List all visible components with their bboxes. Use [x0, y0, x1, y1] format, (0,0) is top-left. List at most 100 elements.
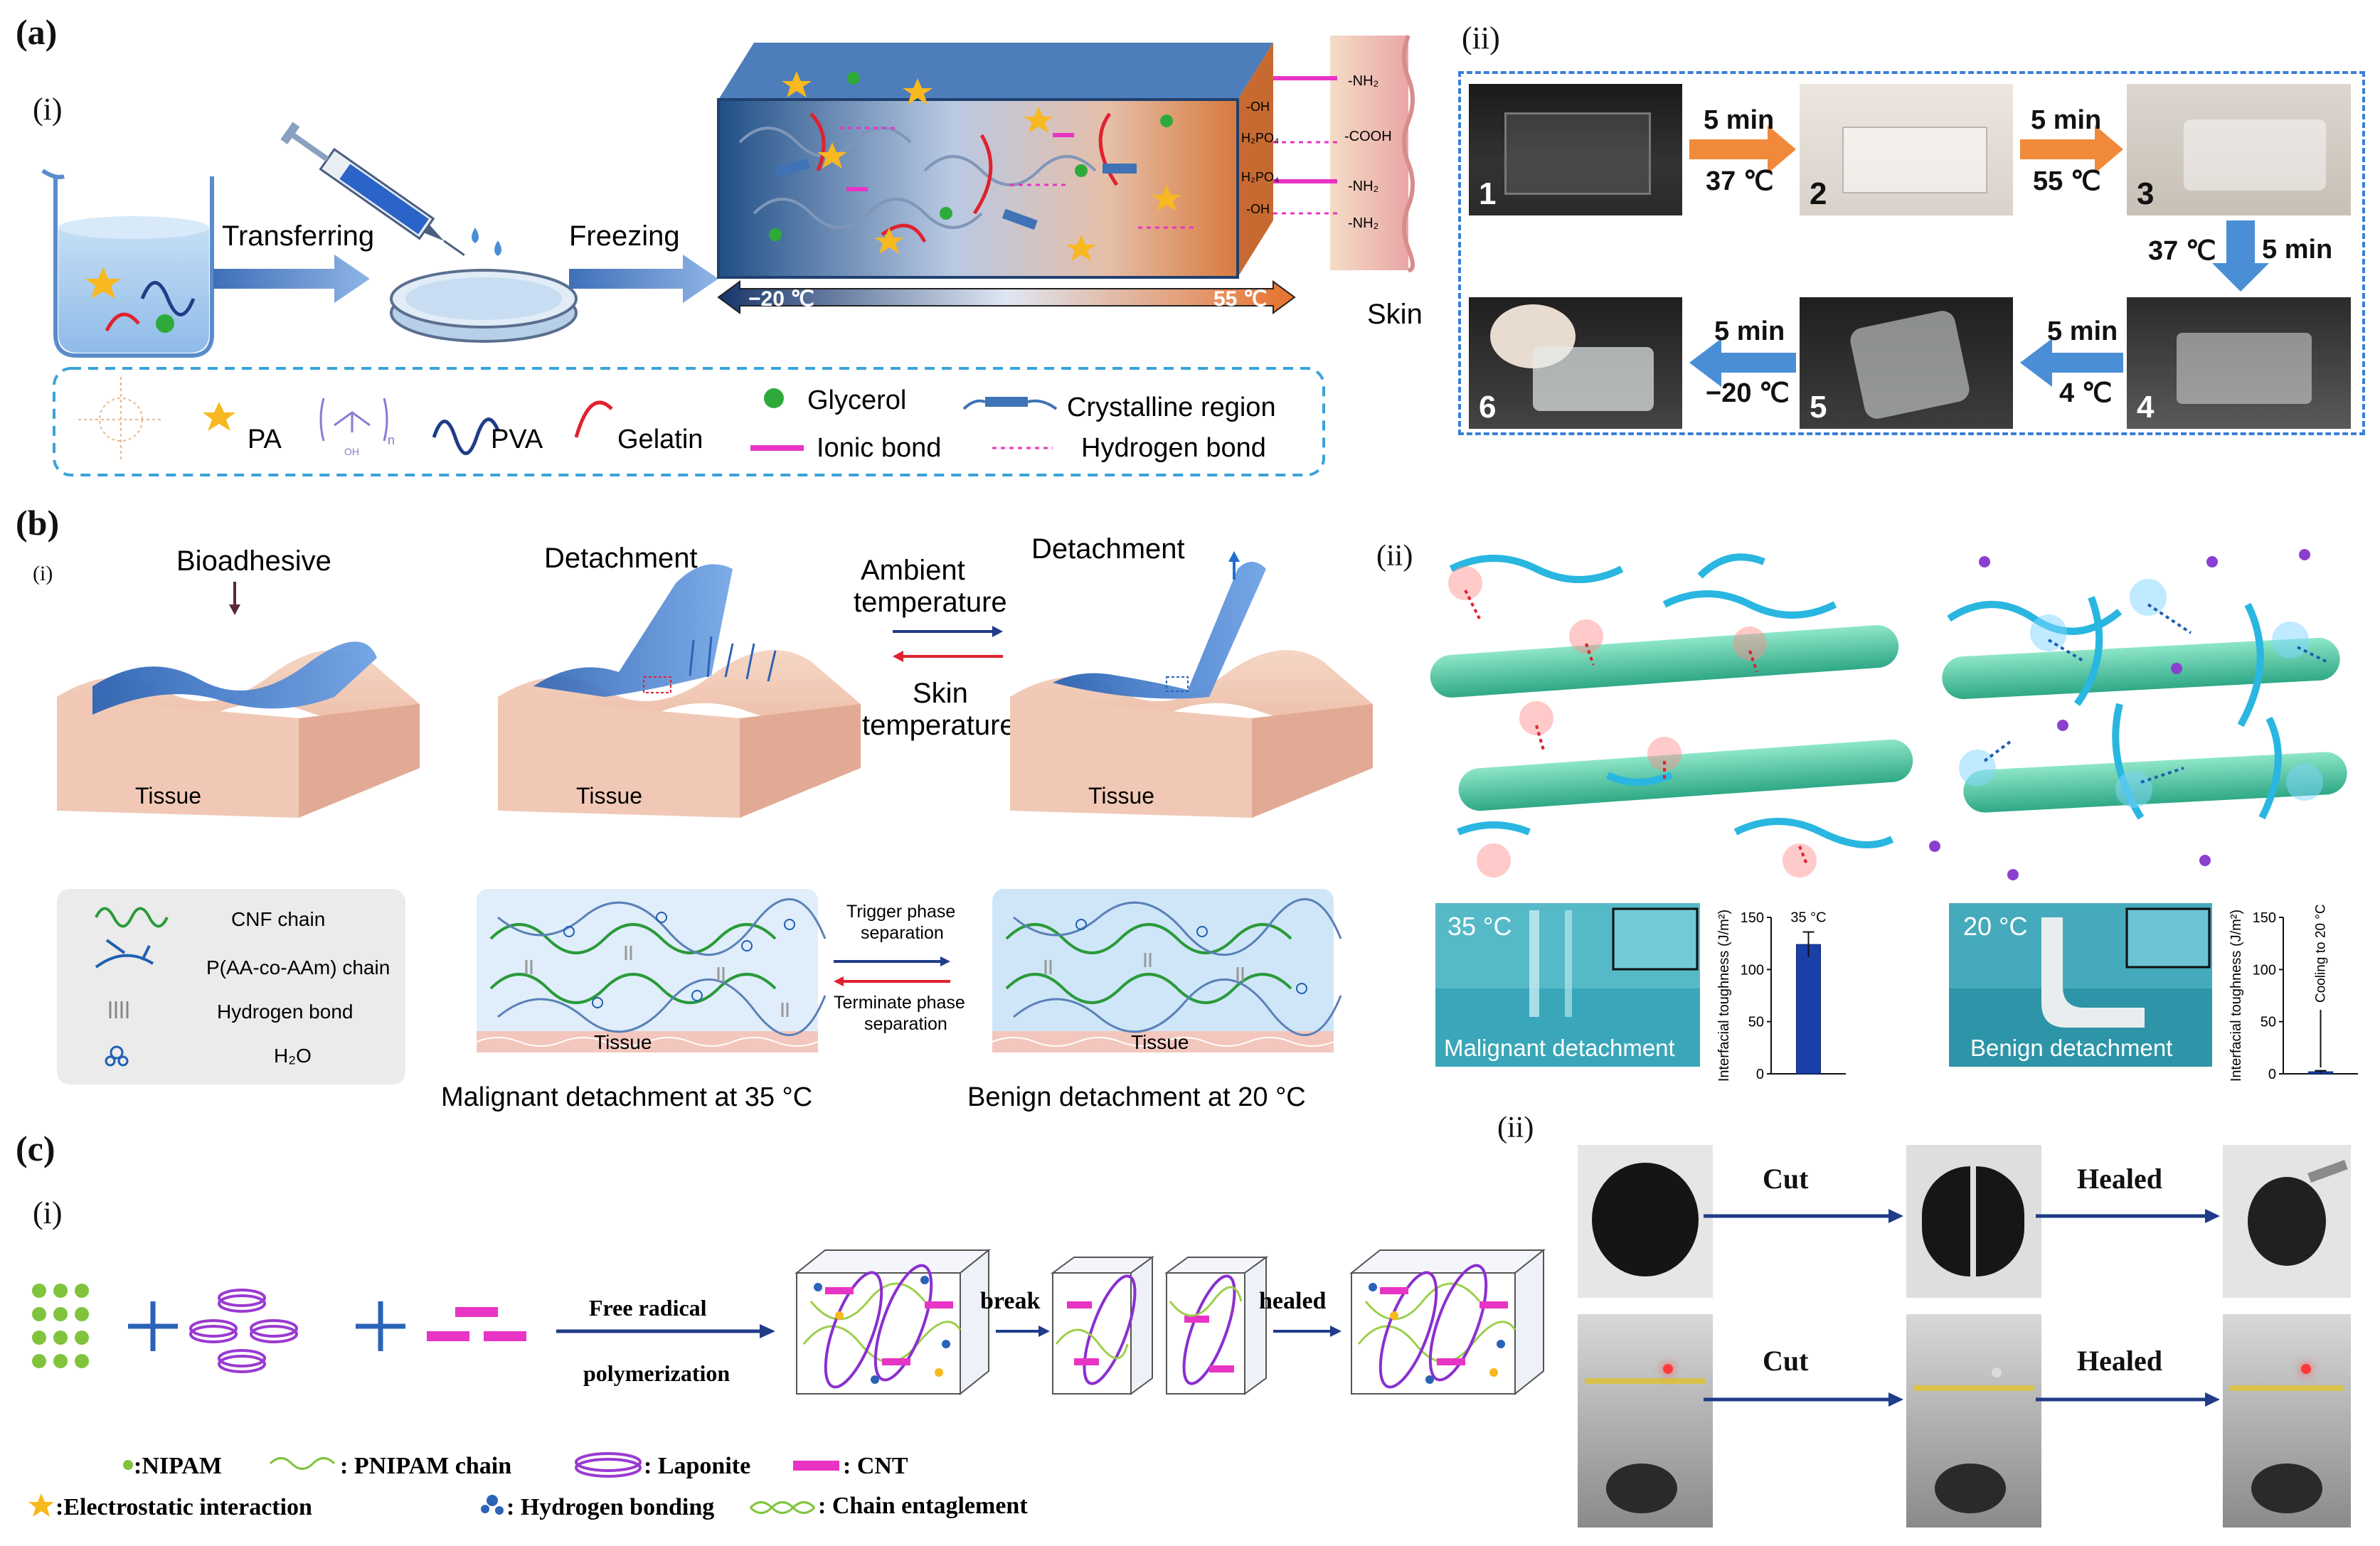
- plus-icon-2: [356, 1301, 405, 1351]
- arrow-3-temp: 37 ℃: [2148, 236, 2216, 266]
- legend-pva: PVA: [491, 425, 543, 454]
- photo-b-benign-label: Benign detachment: [1970, 1035, 2172, 1061]
- bar-annotation-0: 35 °C: [1790, 910, 1826, 926]
- legend-laponite: : Laponite: [644, 1453, 750, 1479]
- arrow-4-time: 5 min: [2047, 316, 2118, 346]
- photo-a-2: 2: [1800, 84, 2013, 215]
- photo-a-3-number: 3: [2137, 176, 2155, 211]
- panel-a-i-schematic: Transferring Freezing: [41, 34, 1423, 476]
- laponite-group: [189, 1289, 298, 1373]
- arrow-healed-1-head: [2205, 1209, 2220, 1223]
- panel-b-ii-schematic: 35 °C Malignant detachment 20 °C Benign …: [1430, 549, 2347, 1067]
- cnf-legend-icon: [95, 907, 169, 928]
- panel-c-i-schematic: Free radical polymerization break: [28, 1248, 1546, 1520]
- label-freezing: Freezing: [569, 220, 680, 252]
- photo-a-3: 3: [2127, 84, 2351, 215]
- panel-a-ii-arrows: [1689, 125, 2269, 387]
- arrow-freezing: [569, 255, 718, 303]
- skin-group-3: -NH₂: [1348, 178, 1378, 194]
- free-radical-label: Free radical: [589, 1295, 707, 1321]
- panel-c-label: (c): [16, 1129, 55, 1168]
- arrow-cut-2-head: [1888, 1392, 1903, 1407]
- benign-caption: Benign detachment at 20 °C: [967, 1082, 1306, 1112]
- arrow-healed-2-head: [2205, 1392, 2220, 1407]
- healed-label-2: Healed: [2077, 1345, 2162, 1377]
- legend-paa: P(AA-co-AAm) chain: [206, 956, 390, 979]
- legend-hbonding: : Hydrogen bonding: [506, 1494, 714, 1520]
- photo-c-circuit-cut: [1906, 1314, 2041, 1528]
- photo-a-5: 5: [1800, 297, 2013, 429]
- molecular-network-35c: [1430, 553, 1913, 878]
- h2o-legend-icon: [105, 1045, 129, 1067]
- panel-a: (a) (i): [0, 0, 2380, 491]
- arrow-ambient-head: [992, 626, 1003, 637]
- photo-c-circuit-healed: [2223, 1314, 2351, 1528]
- panel-a-i-label: (i): [33, 92, 63, 127]
- detachment-label-2: Detachment: [1031, 533, 1185, 565]
- network-cube-broken-left: [1050, 1256, 1155, 1395]
- pa-legend-icon: [203, 402, 235, 431]
- pa-structure-icon: [78, 377, 164, 462]
- panel-b-label: (b): [16, 503, 60, 543]
- pva-n: n: [388, 433, 395, 447]
- panel-a-label: (a): [16, 12, 58, 52]
- skin-temp-label-2: temperature: [862, 710, 1016, 741]
- network-cube-broken-right: [1164, 1256, 1269, 1395]
- photo-c-circuit-before: [1578, 1314, 1713, 1528]
- y-tick-label-0-0: 0: [1756, 1067, 1764, 1082]
- nipam-legend-icon: [123, 1460, 133, 1470]
- molecular-network-20c: [1929, 549, 2347, 880]
- photo-a-1: 1: [1469, 84, 1682, 215]
- skin-temp-label-1: Skin: [913, 678, 968, 709]
- arrow-1-time: 5 min: [1704, 105, 1775, 135]
- cut-label-2: Cut: [1763, 1345, 1809, 1377]
- skin-layer: [1273, 34, 1415, 272]
- legend-pnipam: : PNIPAM chain: [340, 1453, 511, 1479]
- arrow-1-temp: 37 ℃: [1706, 166, 1774, 196]
- photo-c-healed: [2223, 1145, 2351, 1298]
- skin-label: Skin: [1367, 299, 1423, 330]
- legend-entangle: : Chain entaglement: [818, 1493, 1028, 1519]
- tissue-label-1: Tissue: [135, 783, 201, 809]
- y-tick-label-1-3: 150: [2253, 910, 2276, 926]
- arrow-3-to-4: [2212, 220, 2269, 292]
- glycerol-legend-icon: [764, 388, 784, 408]
- gel-group-1: -OH: [1246, 100, 1270, 114]
- entangle-legend-icon: [749, 1501, 816, 1514]
- plus-icon-1: [128, 1301, 178, 1351]
- paa-legend-icon: [95, 939, 154, 969]
- arrow-3-time: 5 min: [2262, 235, 2333, 265]
- healed-label-1: Healed: [2077, 1163, 2162, 1195]
- arrow-5-time: 5 min: [1714, 316, 1785, 346]
- tissue-block-3: [1010, 562, 1373, 818]
- temp-low-label: −20 ℃: [748, 287, 814, 311]
- gelatin-legend-icon: [574, 400, 613, 438]
- photo-b-35c: [1435, 903, 1700, 1067]
- skin-group-2: -COOH: [1344, 129, 1392, 144]
- gel-group-2: H₂PO₄: [1241, 131, 1279, 145]
- legend-box-b: [57, 889, 405, 1084]
- legend-ionic: Ionic bond: [817, 433, 941, 463]
- network-cube-healed: [1349, 1248, 1546, 1396]
- pva-oh: OH: [344, 446, 359, 457]
- legend-pa: PA: [248, 425, 282, 454]
- arrow-break-head: [1038, 1326, 1050, 1337]
- arrow-transferring: [213, 255, 370, 303]
- y-axis-label-1: Interfacial toughness (J/m²): [2228, 910, 2244, 1082]
- y-tick-label-0-2: 100: [1741, 962, 1764, 978]
- arrow-5-to-6: [1689, 338, 1796, 387]
- panel-b-ii-label: (ii): [1376, 540, 1413, 572]
- arrow-1-to-2: [1689, 125, 1796, 174]
- ambient-label-2: temperature: [854, 587, 1007, 618]
- photo-a-6-number: 6: [1479, 390, 1497, 425]
- malignant-caption: Malignant detachment at 35 °C: [441, 1082, 812, 1112]
- panel-a-ii-box: [1458, 71, 2365, 435]
- cnt-group: [427, 1307, 526, 1341]
- legend-cnf: CNF chain: [231, 908, 325, 930]
- network-malignant: [476, 889, 827, 1052]
- y-tick-label-0-1: 50: [1748, 1015, 1764, 1030]
- laponite-legend-icon: [575, 1452, 642, 1478]
- bioadhesive-arrowhead: [229, 604, 240, 615]
